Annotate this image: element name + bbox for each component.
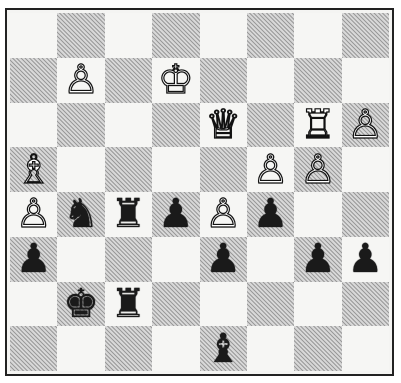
square-g3[interactable]: ♟ xyxy=(294,237,341,282)
square-h6[interactable]: ♙ xyxy=(342,103,389,148)
square-e7[interactable] xyxy=(200,58,247,103)
square-e1[interactable]: ♝ xyxy=(200,326,247,371)
square-h1[interactable] xyxy=(342,326,389,371)
square-f8[interactable] xyxy=(247,13,294,58)
square-a7[interactable] xyxy=(10,58,57,103)
square-g5[interactable]: ♙ xyxy=(294,147,341,192)
square-c6[interactable] xyxy=(105,103,152,148)
square-g7[interactable] xyxy=(294,58,341,103)
square-d5[interactable] xyxy=(152,147,199,192)
black-pawn-icon[interactable]: ♟ xyxy=(158,194,194,234)
white-pawn-icon[interactable]: ♙ xyxy=(347,105,383,145)
square-f7[interactable] xyxy=(247,58,294,103)
square-a3[interactable]: ♟ xyxy=(10,237,57,282)
square-g6[interactable]: ♖ xyxy=(294,103,341,148)
square-c5[interactable] xyxy=(105,147,152,192)
square-b7[interactable]: ♙ xyxy=(57,58,104,103)
black-rook-icon[interactable]: ♜ xyxy=(111,284,147,324)
square-h5[interactable] xyxy=(342,147,389,192)
square-b3[interactable] xyxy=(57,237,104,282)
white-pawn-icon[interactable]: ♙ xyxy=(300,150,336,190)
square-e4[interactable]: ♙ xyxy=(200,192,247,237)
white-pawn-icon[interactable]: ♙ xyxy=(16,194,52,234)
black-rook-icon[interactable]: ♜ xyxy=(111,194,147,234)
white-pawn-icon[interactable]: ♙ xyxy=(253,150,289,190)
square-h3[interactable]: ♟ xyxy=(342,237,389,282)
square-h2[interactable] xyxy=(342,282,389,327)
square-d1[interactable] xyxy=(152,326,199,371)
square-a5[interactable]: ♗ xyxy=(10,147,57,192)
square-f1[interactable] xyxy=(247,326,294,371)
square-f3[interactable] xyxy=(247,237,294,282)
square-g4[interactable] xyxy=(294,192,341,237)
square-d4[interactable]: ♟ xyxy=(152,192,199,237)
black-pawn-icon[interactable]: ♟ xyxy=(16,239,52,279)
square-h4[interactable] xyxy=(342,192,389,237)
square-e5[interactable] xyxy=(200,147,247,192)
black-king-icon[interactable]: ♚ xyxy=(63,284,99,324)
chess-board: ♙♔♕♖♙♗♙♙♙♞♜♟♙♟♟♟♟♟♚♜♝ xyxy=(10,13,389,371)
square-d6[interactable] xyxy=(152,103,199,148)
square-c1[interactable] xyxy=(105,326,152,371)
square-a6[interactable] xyxy=(10,103,57,148)
square-b8[interactable] xyxy=(57,13,104,58)
square-b4[interactable]: ♞ xyxy=(57,192,104,237)
square-e8[interactable] xyxy=(200,13,247,58)
square-e3[interactable]: ♟ xyxy=(200,237,247,282)
square-b1[interactable] xyxy=(57,326,104,371)
white-rook-icon[interactable]: ♖ xyxy=(300,105,336,145)
square-c4[interactable]: ♜ xyxy=(105,192,152,237)
black-pawn-icon[interactable]: ♟ xyxy=(347,239,383,279)
square-d7[interactable]: ♔ xyxy=(152,58,199,103)
square-f2[interactable] xyxy=(247,282,294,327)
square-c7[interactable] xyxy=(105,58,152,103)
black-pawn-icon[interactable]: ♟ xyxy=(300,239,336,279)
square-a4[interactable]: ♙ xyxy=(10,192,57,237)
square-c8[interactable] xyxy=(105,13,152,58)
square-f5[interactable]: ♙ xyxy=(247,147,294,192)
square-g1[interactable] xyxy=(294,326,341,371)
square-b5[interactable] xyxy=(57,147,104,192)
square-h8[interactable] xyxy=(342,13,389,58)
square-f4[interactable]: ♟ xyxy=(247,192,294,237)
square-a1[interactable] xyxy=(10,326,57,371)
black-bishop-icon[interactable]: ♝ xyxy=(205,329,241,369)
white-bishop-icon[interactable]: ♗ xyxy=(16,150,52,190)
square-d3[interactable] xyxy=(152,237,199,282)
square-g8[interactable] xyxy=(294,13,341,58)
square-e2[interactable] xyxy=(200,282,247,327)
square-c3[interactable] xyxy=(105,237,152,282)
black-pawn-icon[interactable]: ♟ xyxy=(253,194,289,234)
white-pawn-icon[interactable]: ♙ xyxy=(63,60,99,100)
square-a8[interactable] xyxy=(10,13,57,58)
chess-diagram-frame: ♙♔♕♖♙♗♙♙♙♞♜♟♙♟♟♟♟♟♚♜♝ xyxy=(5,8,394,376)
square-b6[interactable] xyxy=(57,103,104,148)
black-knight-icon[interactable]: ♞ xyxy=(63,194,99,234)
square-a2[interactable] xyxy=(10,282,57,327)
white-queen-icon[interactable]: ♕ xyxy=(205,105,241,145)
black-pawn-icon[interactable]: ♟ xyxy=(205,239,241,279)
square-b2[interactable]: ♚ xyxy=(57,282,104,327)
square-e6[interactable]: ♕ xyxy=(200,103,247,148)
white-king-icon[interactable]: ♔ xyxy=(158,60,194,100)
square-c2[interactable]: ♜ xyxy=(105,282,152,327)
square-h7[interactable] xyxy=(342,58,389,103)
square-d2[interactable] xyxy=(152,282,199,327)
square-g2[interactable] xyxy=(294,282,341,327)
square-f6[interactable] xyxy=(247,103,294,148)
square-d8[interactable] xyxy=(152,13,199,58)
white-pawn-icon[interactable]: ♙ xyxy=(205,194,241,234)
